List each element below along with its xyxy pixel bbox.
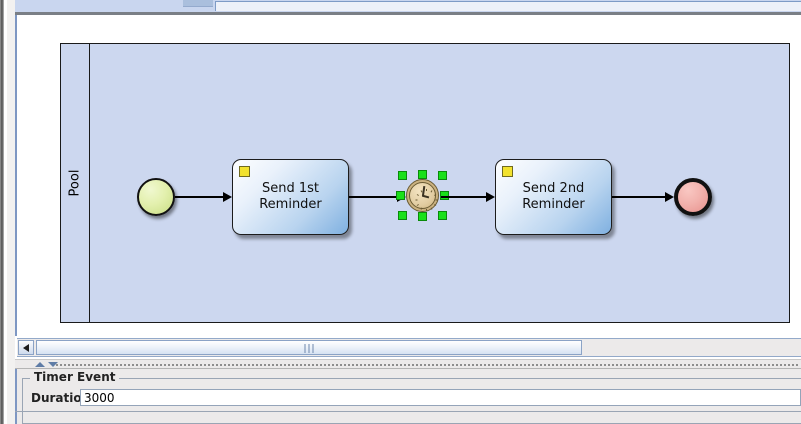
properties-bottom-divider [15,411,801,412]
sequence-flow-arrow-3-icon [486,192,495,202]
selection-handle-s[interactable] [418,212,427,221]
send-task-icon [502,166,513,177]
sequence-flow-task2-end[interactable] [612,196,665,198]
window-left-gutter-inner [4,0,7,424]
bpmn-canvas[interactable]: Pool Send 1st Reminder [17,15,801,336]
sequence-flow-start-task1[interactable] [175,196,223,198]
divider-grip-dots [55,363,799,367]
sequence-flow-task1-timer[interactable] [349,196,397,198]
properties-group-title: Timer Event [30,370,120,384]
scroll-left-button[interactable] [18,340,34,355]
tab-strip-button[interactable] [183,0,213,7]
tab-strip-shadow [15,12,801,15]
active-tab-body [215,1,801,11]
duration-field-label: Duration [31,391,91,405]
window-left-gutter [4,0,15,424]
sequence-flow-timer-task2[interactable] [441,196,486,198]
task-label: Send 1st Reminder [259,181,322,212]
triangle-down-icon[interactable] [48,362,58,367]
selection-handle-sw[interactable] [398,211,407,220]
task-node-send-2nd-reminder[interactable]: Send 2nd Reminder [495,159,612,235]
triangle-up-icon[interactable] [35,362,45,367]
timer-event-node[interactable] [406,179,439,212]
task-node-send-1st-reminder[interactable]: Send 1st Reminder [232,159,349,235]
split-pane-divider[interactable] [15,359,801,369]
selection-handle-e[interactable] [440,191,449,200]
selection-handle-se[interactable] [438,211,447,220]
selection-handle-n[interactable] [418,170,427,179]
scroll-thumb[interactable] [36,340,582,355]
window-left-border [0,0,4,424]
task-label: Send 2nd Reminder [522,181,585,212]
pool-shape[interactable] [60,43,790,323]
end-event-node[interactable] [674,178,712,216]
grip-lines-icon [304,344,314,353]
selection-handle-ne[interactable] [438,171,447,180]
duration-input[interactable] [80,389,801,406]
start-event-node[interactable] [137,178,175,216]
editor-tab-strip[interactable] [15,0,801,12]
selection-handle-w[interactable] [396,191,405,200]
selection-handle-nw[interactable] [398,171,407,180]
sequence-flow-arrow-4-icon [665,192,674,202]
pool-label: Pool [67,169,82,197]
diagram-editor-panel: Pool Send 1st Reminder [15,15,801,336]
sequence-flow-arrow-1-icon [223,192,232,202]
send-task-icon [239,166,250,177]
pool-label-band[interactable]: Pool [60,43,90,323]
